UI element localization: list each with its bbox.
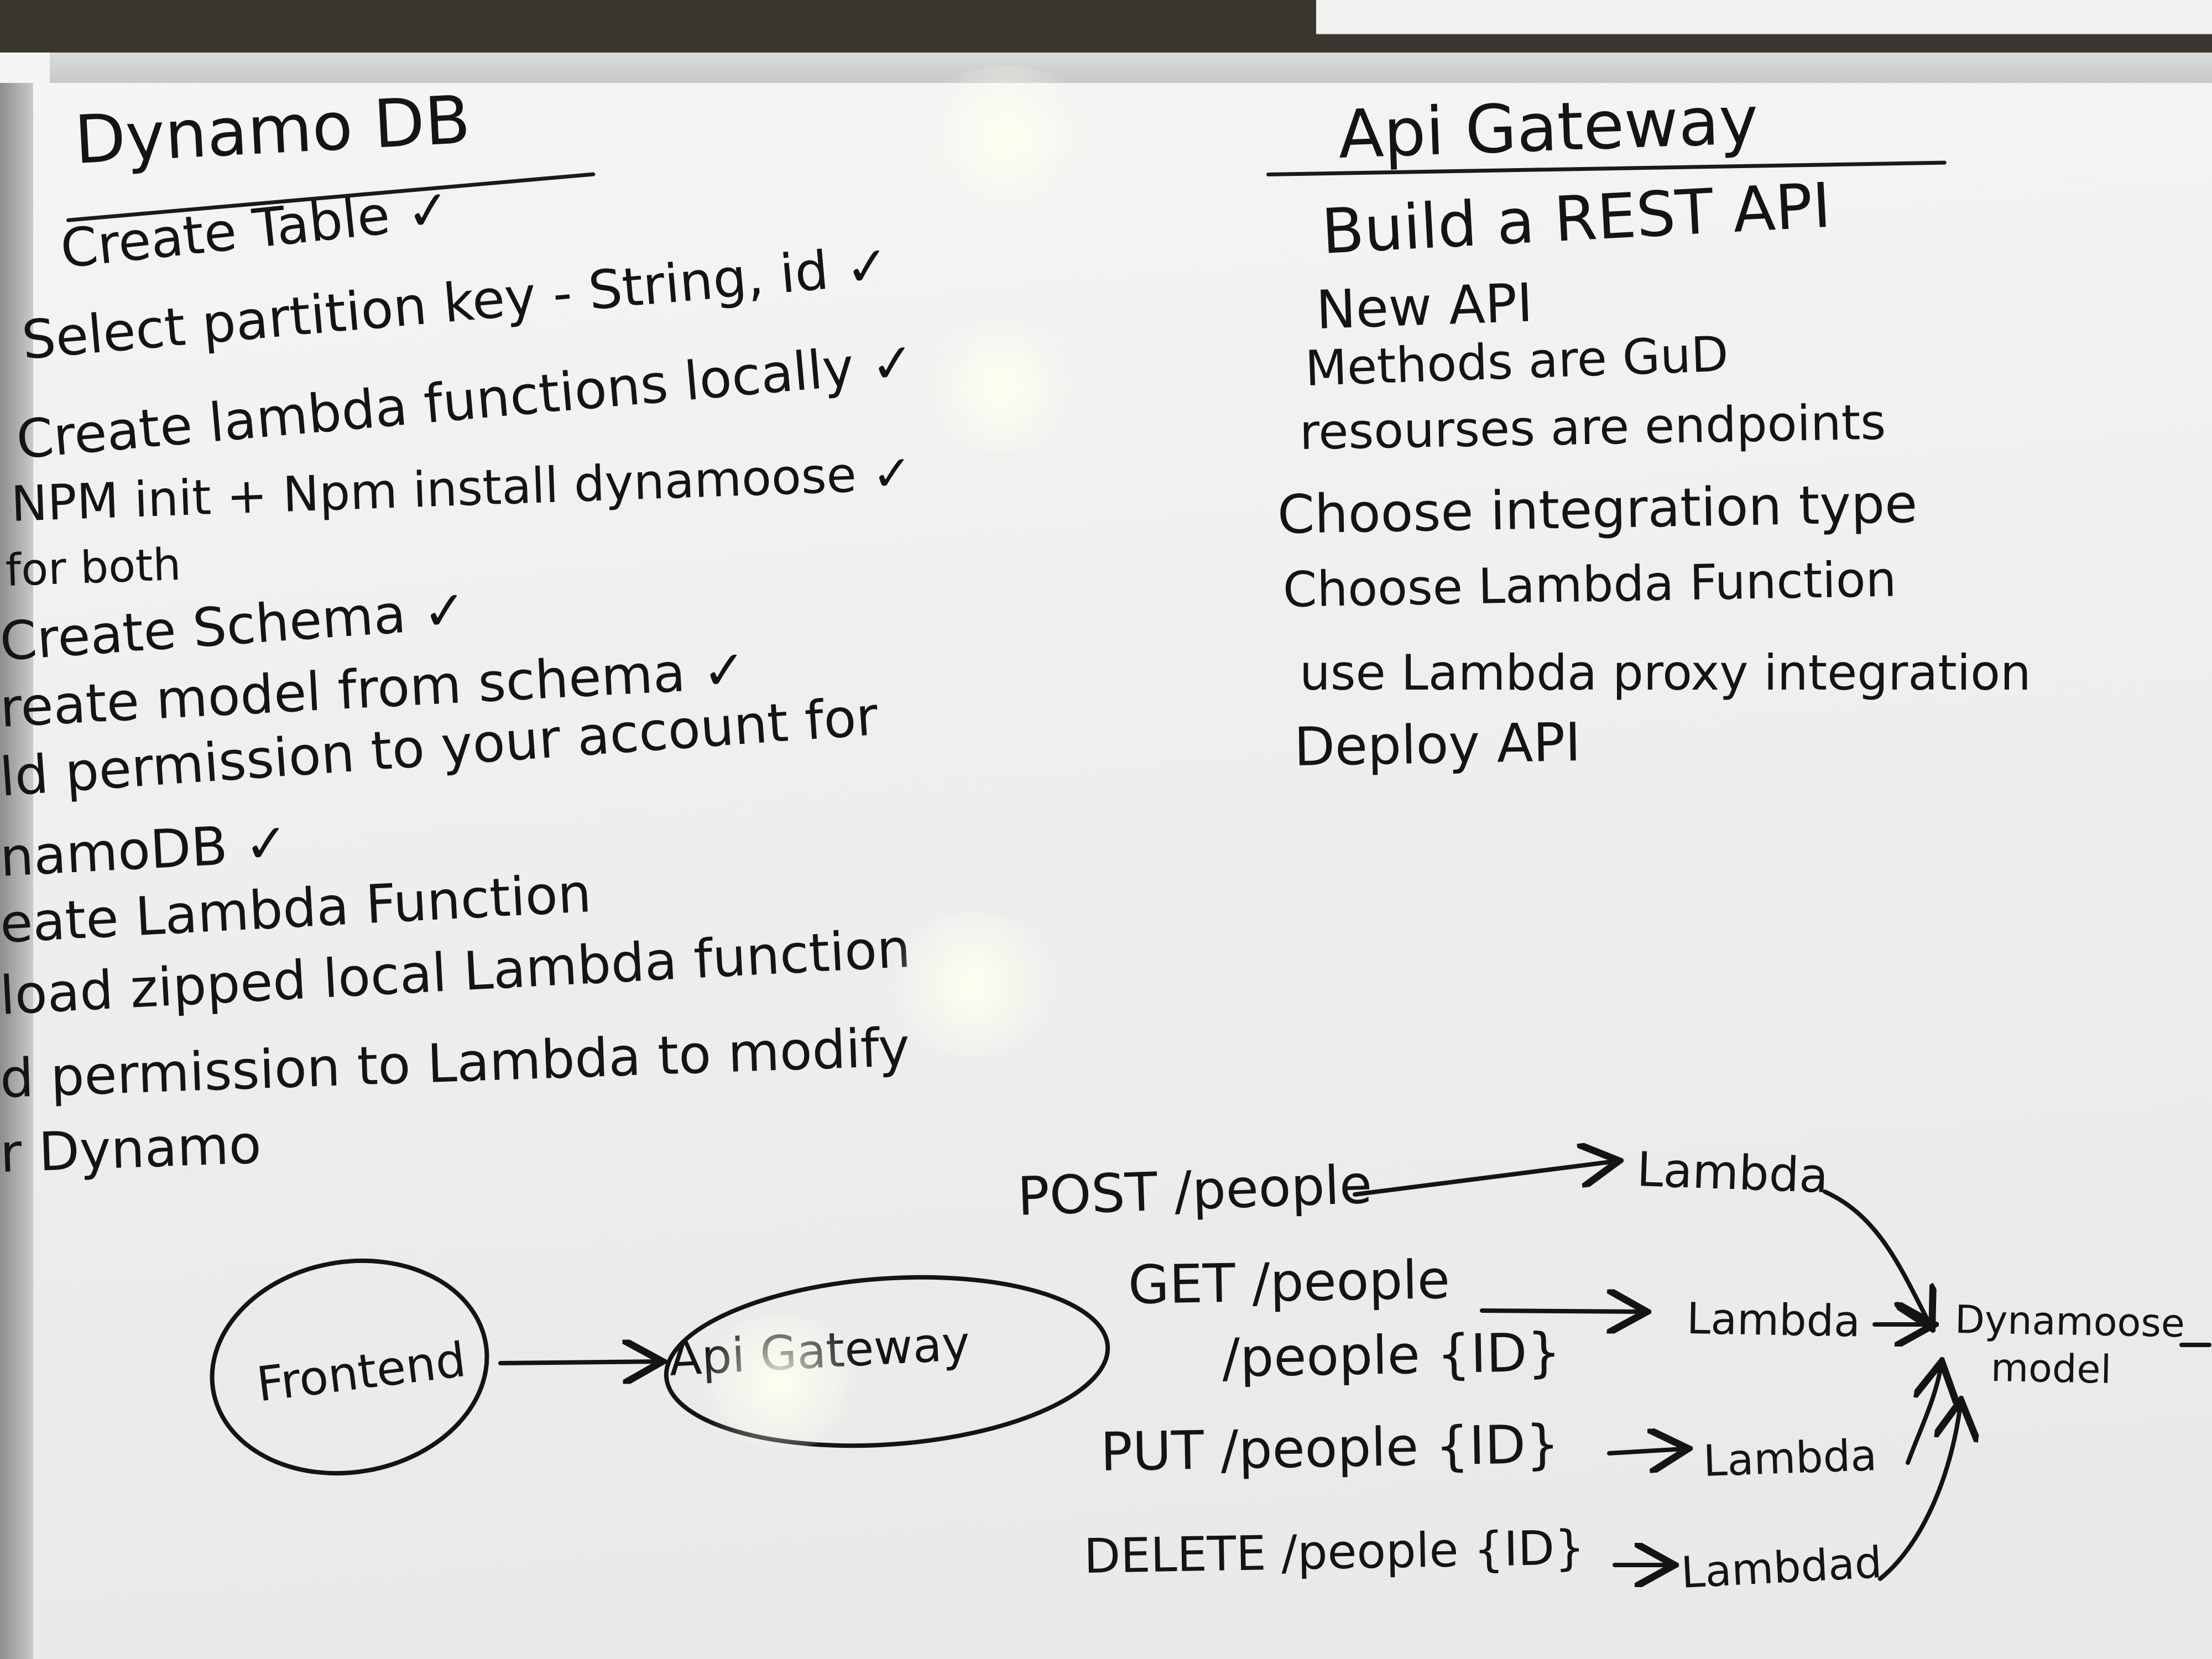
whiteboard-frame-top	[50, 53, 2212, 83]
post-to-lambda-arrow	[1353, 1161, 1615, 1197]
lambda-get-label: Lambda	[1686, 1294, 1861, 1347]
put-route-label: PUT /people {ID}	[1100, 1413, 1560, 1483]
delete-route-label: DELETE /people {ID}	[1083, 1520, 1585, 1584]
get-route-label: GET /people	[1128, 1248, 1451, 1316]
whiteboard-surface	[0, 53, 2212, 1659]
put-to-lambda-arrow	[1607, 1449, 1684, 1453]
post-route-label: POST /people	[1016, 1153, 1373, 1228]
whiteboard-frame-left	[0, 83, 33, 1659]
lambda-delete-to-model-arrow	[1878, 1405, 1960, 1581]
model-label-line1: Dynamoose	[1954, 1297, 2185, 1347]
get-id-route-label: /people {ID}	[1222, 1321, 1562, 1389]
lambda-put-to-model-arrow	[1906, 1366, 1941, 1465]
get-to-lambda-arrow	[1480, 1311, 1642, 1312]
model-label-line2: model	[1990, 1345, 2112, 1392]
paper-sheet	[1316, 0, 2212, 34]
frontend-circle	[210, 1258, 489, 1476]
lambda-put-label: Lambda	[1702, 1431, 1878, 1486]
right-line-7: use Lambda proxy integration	[1300, 644, 2031, 701]
frontend-to-gateway-arrow	[498, 1361, 658, 1363]
lambda-delete-label: Lambdad	[1679, 1538, 1884, 1598]
lambda-post-label: Lambda	[1636, 1142, 1829, 1204]
